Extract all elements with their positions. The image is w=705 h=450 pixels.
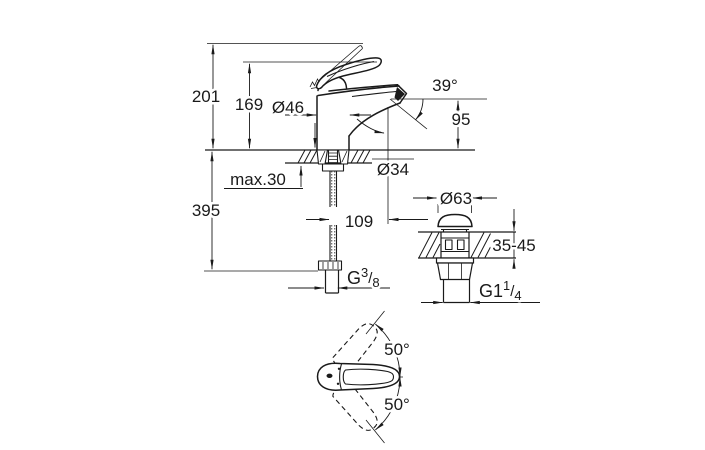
- handle-top-view: [316, 310, 403, 444]
- dim-label-spout-angle: 39°: [432, 76, 458, 95]
- drain-cap-dome: [437, 213, 473, 228]
- swivel-arc-lower: [375, 376, 402, 431]
- dim-label-swivel-upper: 50°: [384, 340, 410, 359]
- dim-label-deck-max: max.30: [230, 170, 286, 189]
- dim-label-drain-thread: G11/4: [479, 278, 522, 303]
- mounting-shank-and-hoses: [316, 149, 350, 294]
- aerator-end-face: [394, 87, 405, 101]
- drain-countertop-hatching: [418, 232, 491, 258]
- spout-angle-arc: [415, 98, 424, 121]
- drain-valve-view: [418, 204, 516, 304]
- swivel-angle-extension-lines: [365, 310, 385, 444]
- handle-plan-outline: [316, 362, 401, 391]
- drain-tailpiece-tube: [442, 279, 471, 304]
- logo-mark: [309, 78, 320, 89]
- dim-label-hose-length: 395: [192, 201, 220, 220]
- flow-direction-arc: [356, 118, 385, 134]
- dim-label-spout-reach: 109: [345, 212, 373, 231]
- dim-label-swivel-lower: 50°: [384, 395, 410, 414]
- dim-label-drain-diameter: Ø63: [440, 189, 472, 208]
- dimension-labels: 201 169 Ø46 39° 95 max.30 Ø34 395 109 Ø6…: [189, 74, 538, 417]
- lever-raised-position-outline: [320, 45, 363, 84]
- faucet-body-and-spout: [316, 75, 408, 151]
- dim-label-open-height: 169: [235, 95, 263, 114]
- dim-label-supply-thread: G3/8: [347, 265, 380, 290]
- dim-label-counter-thickness: 35-45: [492, 236, 535, 255]
- handle-logo-dot: [326, 373, 333, 378]
- swivel-arc-upper: [375, 323, 402, 378]
- spout-angle-reference: [389, 98, 428, 130]
- countertop-hatching: [297, 149, 371, 164]
- drain-valve-body: [435, 213, 475, 304]
- dim-label-hole-diameter: Ø34: [377, 160, 409, 179]
- dimension-lines: [204, 43, 540, 305]
- drain-cap-extension-lines: [437, 204, 472, 213]
- lever-handle-side: [309, 45, 382, 90]
- dim-label-outlet-height: 95: [452, 110, 471, 129]
- dim-label-body-diameter: Ø46: [272, 98, 304, 117]
- dim-label-total-height: 201: [192, 87, 220, 106]
- supply-connector-tube: [324, 270, 340, 294]
- faucet-side-view: [205, 45, 475, 294]
